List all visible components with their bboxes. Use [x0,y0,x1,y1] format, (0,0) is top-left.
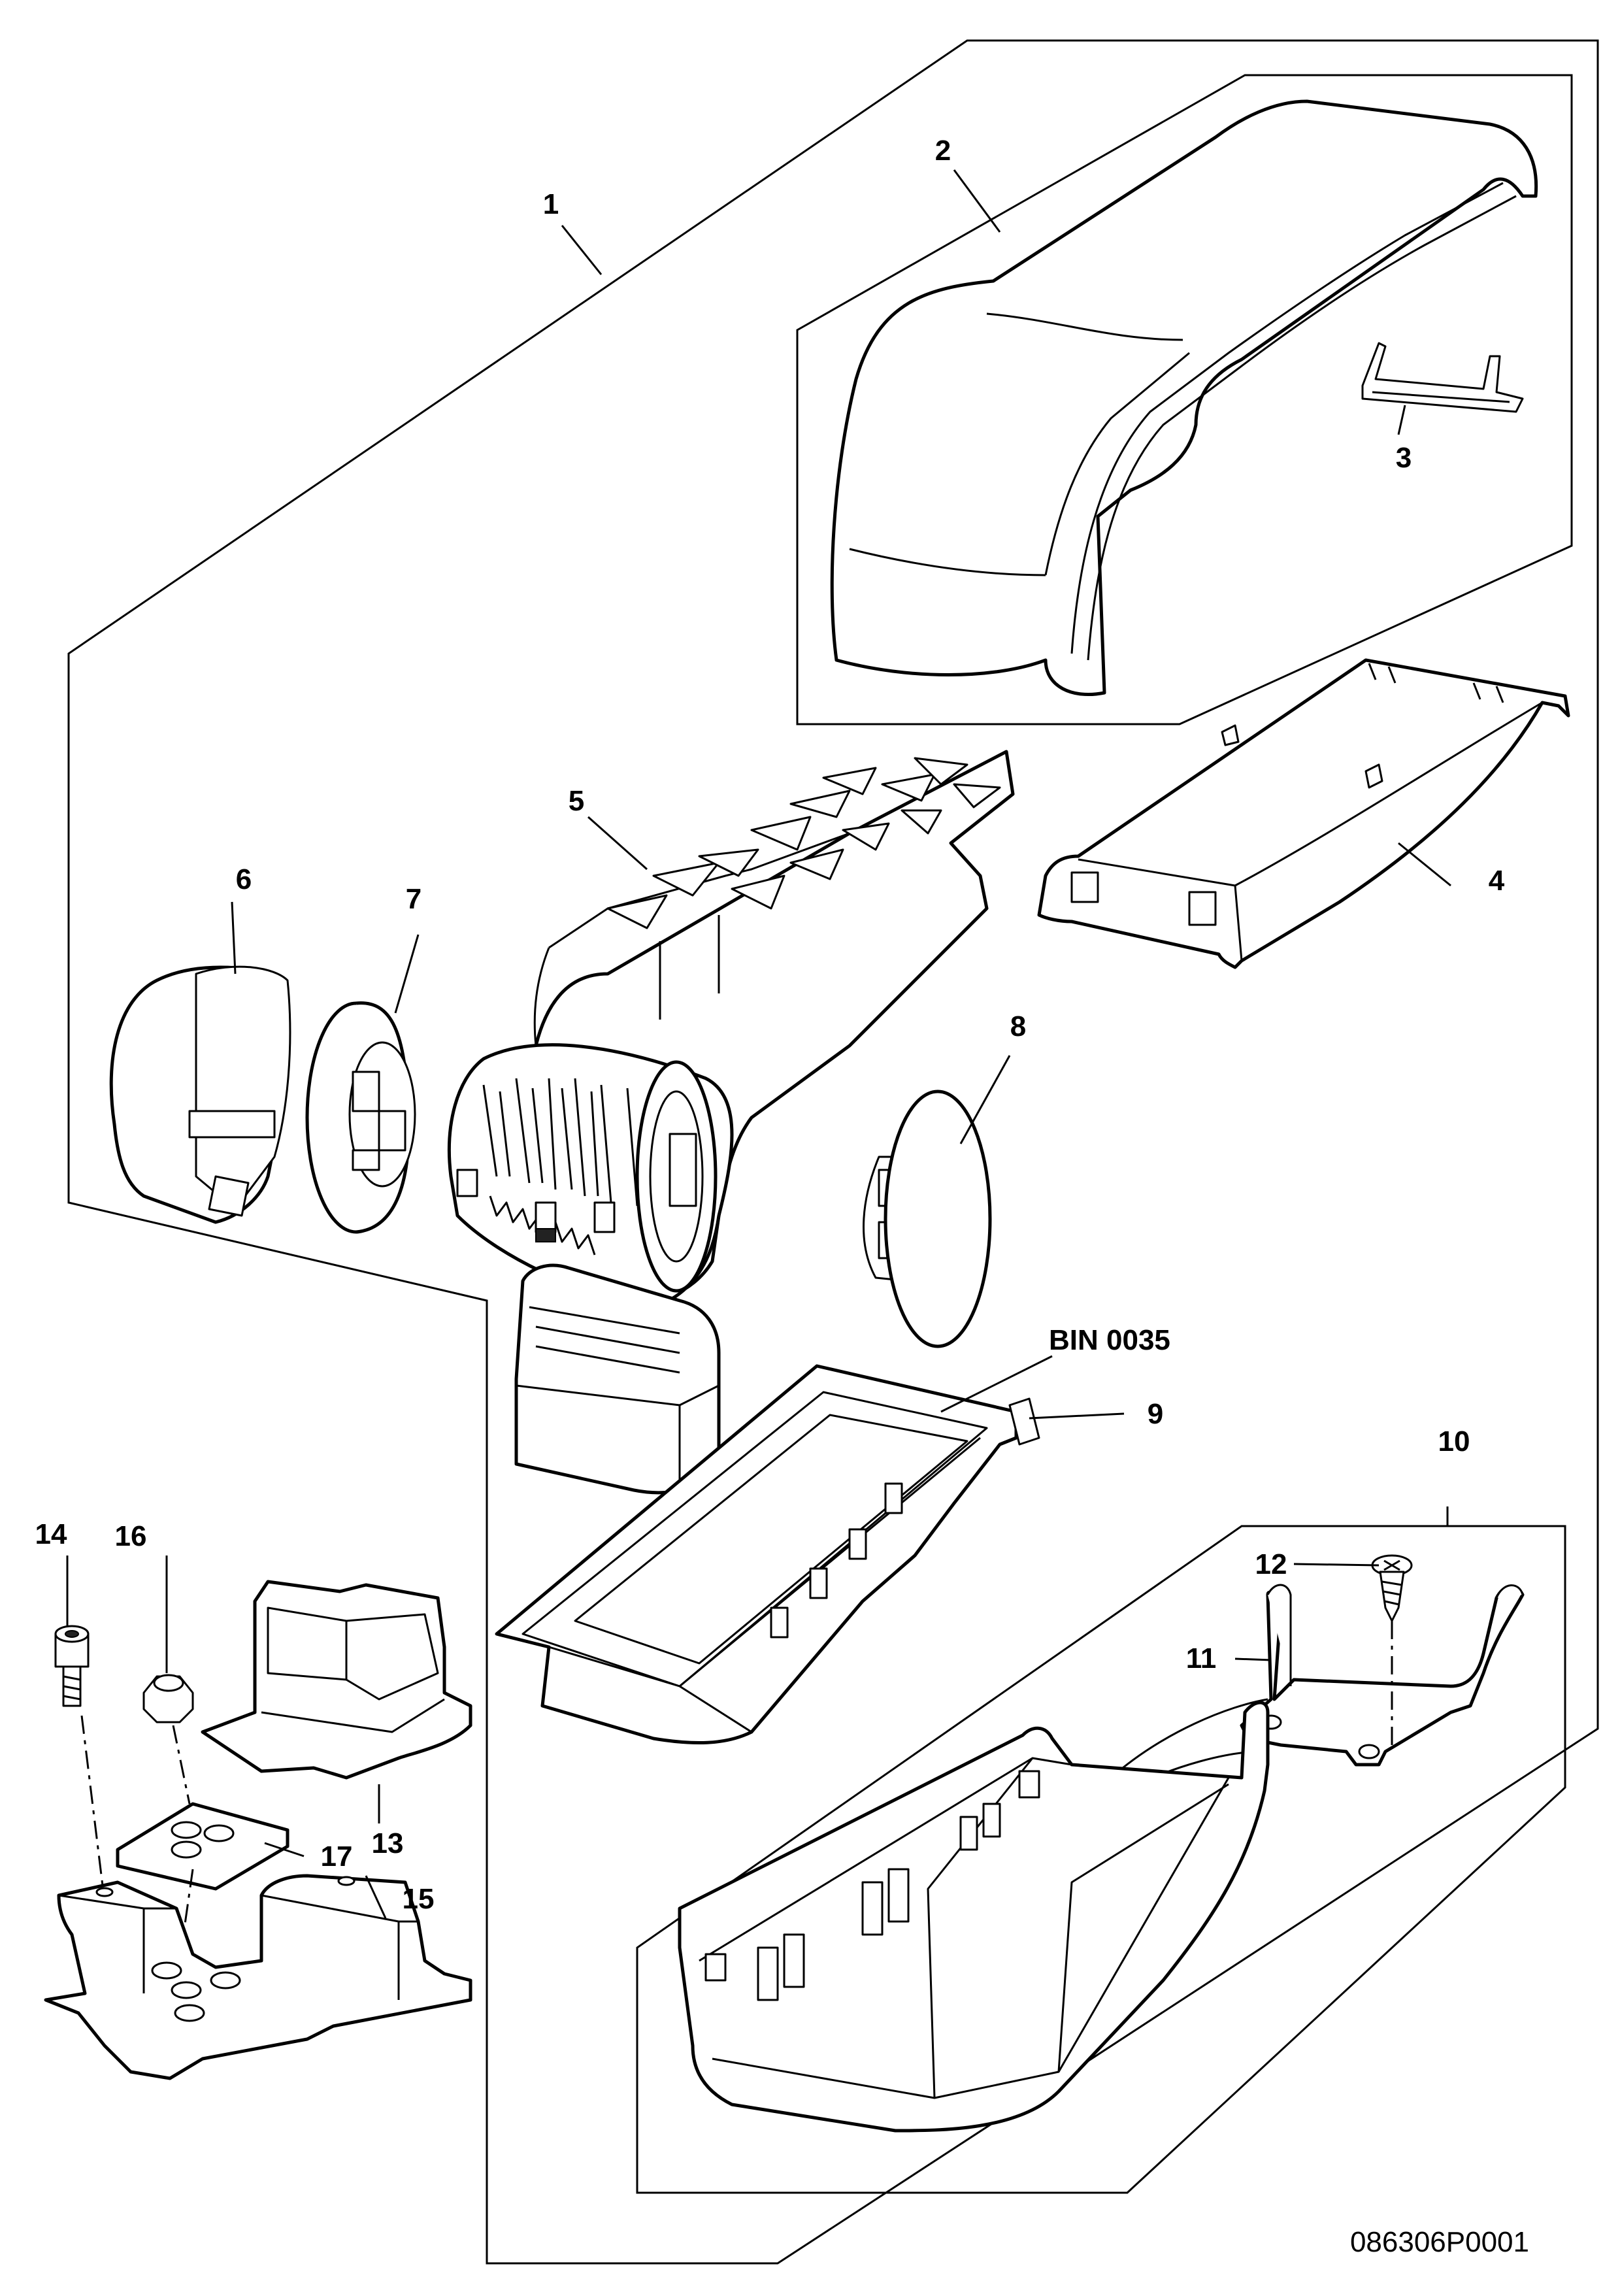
motion-arc-1 [1110,1698,1268,1779]
callout-15: 15 [403,1883,435,1915]
part-7-end-cap [305,1001,416,1234]
part-4-rear-cover [1037,658,1570,969]
callout-14: 14 [35,1518,67,1550]
part-6-band [109,965,291,1224]
leader-lines [66,169,1451,1919]
part-5-main-frame [448,750,1015,1495]
part-3-clip [1361,342,1524,413]
callout-5: 5 [569,785,584,817]
part-10-lower-tray [678,1701,1270,2133]
subassembly-frame-2 [796,74,1573,725]
callout-8: 8 [1010,1010,1026,1042]
callout-3: 3 [1396,442,1412,474]
part-16-nut [142,1674,194,1805]
callout-4: 4 [1489,865,1505,897]
callout-7: 7 [406,883,422,915]
callout-17: 17 [321,1840,353,1872]
callout-12: 12 [1255,1548,1287,1580]
part-8-cap [863,1090,992,1348]
callout-11: 11 [1186,1642,1217,1674]
document-id: 086306P0001 [1350,2226,1529,2258]
callout-13: 13 [372,1827,404,1859]
callout-2: 2 [935,135,951,167]
part-9-tray [495,1364,1040,1745]
callout-1: 1 [543,188,559,220]
subassembly-frame-10 [636,1525,1566,2194]
assembly-frame-1 [67,39,1599,2265]
part-17-plate [116,1802,289,1961]
callout-9: 9 [1148,1398,1163,1430]
part-2-armrest-cover [830,99,1538,697]
part-11-bracket [1240,1584,1525,1767]
callout-16: 16 [115,1520,147,1552]
part-13-mount-bracket [201,1580,472,1780]
part-15-base-plate [44,1874,472,2080]
callout-10: 10 [1438,1425,1470,1457]
part-14-bolt [54,1625,109,1929]
bin-label: BIN 0035 [1049,1324,1170,1356]
callout-6: 6 [236,863,252,895]
